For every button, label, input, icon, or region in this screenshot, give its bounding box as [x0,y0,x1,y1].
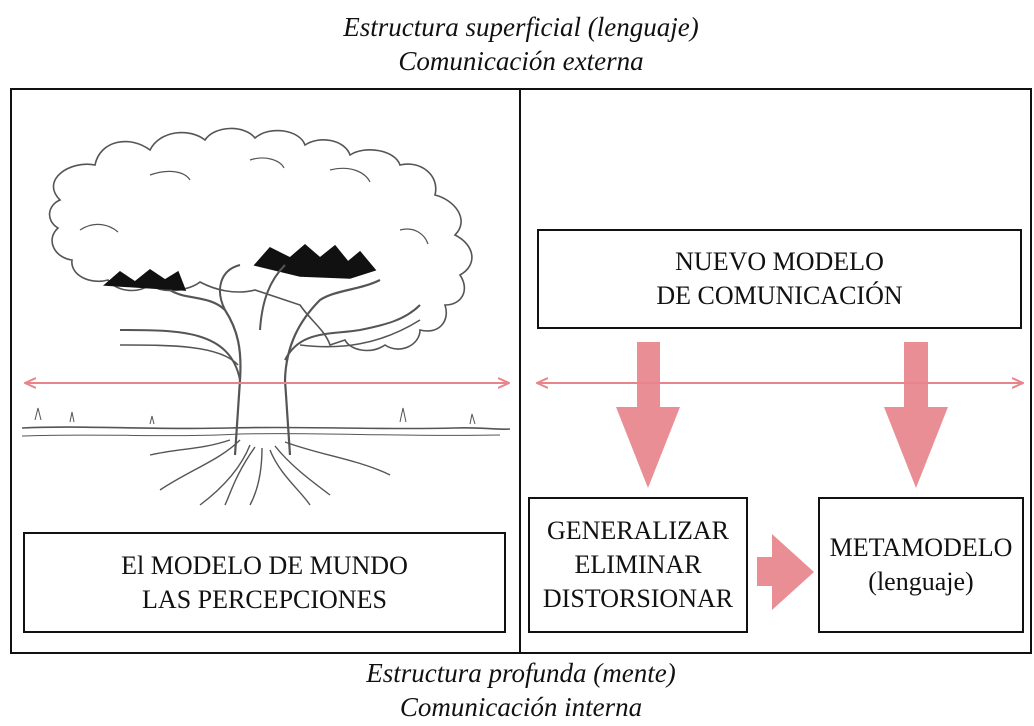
down-arrow-left [616,342,680,488]
bottom-band-subtitle: Comunicación interna [399,692,643,722]
filters-line1: GENERALIZAR [547,516,729,545]
world-model-line1: El MODELO DE MUNDO [121,550,408,580]
down-arrow-right [884,342,948,488]
tree-ground [21,426,511,431]
top-band-subtitle: Comunicación externa [398,46,644,76]
tree-icon [21,127,511,506]
world-model-box: El MODELO DE MUNDO LAS PERCEPCIONES [23,532,506,633]
metamodel-box: METAMODELO (lenguaje) [818,497,1024,633]
filters-line3: DISTORSIONAR [542,584,734,613]
bottom-band: Estructura profunda (mente) Comunicación… [10,652,1032,726]
tree-trunk [169,279,381,456]
new-model-line1: NUEVO MODELO [675,247,884,276]
tree-roots [149,439,391,506]
filters-box: GENERALIZAR ELIMINAR DISTORSIONAR [528,497,748,633]
top-band-title: Estructura superficial (lenguaje) [343,12,699,42]
column-divider [519,90,521,652]
right-arrow [757,534,814,610]
metamodel-line2: (lenguaje) [868,567,974,596]
top-band: Estructura superficial (lenguaje) Comuni… [10,0,1032,90]
metamodel-line1: METAMODELO [829,533,1013,562]
bottom-band-title: Estructura profunda (mente) [366,658,676,688]
new-model-box: NUEVO MODELO DE COMUNICACIÓN [537,229,1022,329]
filters-line2: ELIMINAR [574,550,702,579]
diagram-frame [10,0,1032,726]
new-model-line2: DE COMUNICACIÓN [656,281,903,310]
world-model-line2: LAS PERCEPCIONES [142,584,387,614]
